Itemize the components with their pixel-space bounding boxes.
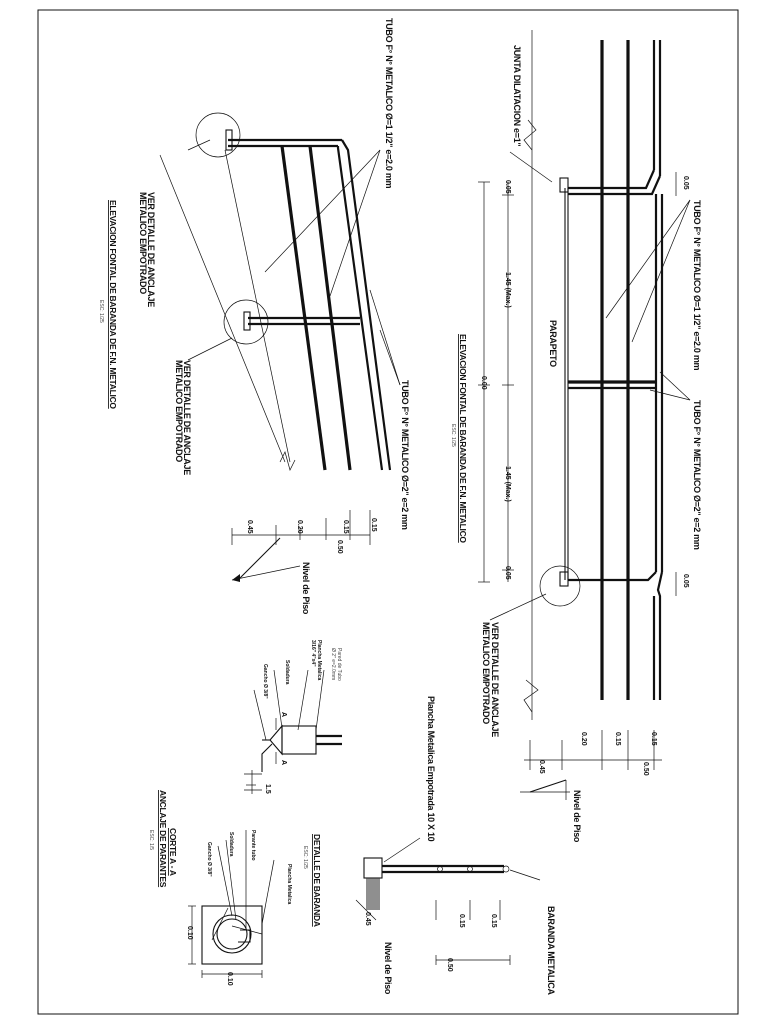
plan-label-soldadura: Soldadura [228, 832, 234, 857]
view1-dimensions [231, 510, 371, 582]
view2-dim-span1: 1.45 (Max.) [504, 272, 511, 308]
plan-title2: ANCLAJE DE PARANTES [158, 790, 168, 888]
baranda-title: DETALLE DE BARANDA [312, 834, 322, 927]
view2-label-embed: METALICO EMPOTRADO [481, 622, 491, 724]
sheet-border [37, 9, 739, 1015]
view2-dim-end2: 0.05 [504, 566, 511, 580]
view1-anchor-circle-2 [223, 299, 269, 345]
baranda-label: BARANDA METALICA [546, 906, 556, 995]
anchor-label-plancha-emp: Plancha Metalica Empotrada 10 X 10 [426, 696, 436, 842]
view2-dim-v4: 0.45 [538, 760, 545, 774]
anchor-label-gancho: Gancho Ø 3/8" [262, 664, 268, 699]
baranda-dim-3: 0.50 [446, 958, 453, 972]
plan-dim-h: 0.10 [226, 972, 233, 986]
view1-label-embed-2: METALICO EMPOTRADO [174, 360, 184, 462]
view2-title: ELEVACION FONTAL DE BARANDA DE F.N. META… [458, 334, 468, 543]
view1-label-embed-1b: VER DETALLE DE ANCLAJE [146, 192, 156, 307]
view1-scale: ESC: 1/25 [98, 300, 104, 323]
baranda-dim-2: 0.15 [458, 914, 465, 928]
anchor-label-pared-tubo2: Ø 2" e=2.0mm [330, 648, 336, 680]
view1-dim-4: 0.45 [246, 520, 253, 534]
view2-dim-v5: 0.50 [642, 762, 649, 776]
anchor-label-plancha: Plancha Metalica [316, 640, 322, 681]
plan-label-parante: Parante tubo [250, 830, 256, 861]
baranda-label-nivel-piso: Nivel de Piso [383, 942, 393, 995]
view2-anchor-circle [539, 565, 581, 607]
view2-label-nivel-piso: Nivel de Piso [572, 790, 582, 843]
view1-label-tube-bottom: TUBO F° N° METALICO Ø=2" e=2 mm [400, 380, 410, 530]
anchor-label-plancha2: 3/16" 4"x4" [310, 640, 316, 667]
view1-label-embed-1: METALICO EMPOTRADO [138, 192, 148, 294]
anchor-dim-1: 1.5 [264, 784, 271, 794]
view2-label-tube-top: TUBO F° N° METALICO Ø=1 1/2" e=2.0 mm [692, 200, 702, 371]
view2-dim-v1: 0.15 [650, 732, 657, 746]
view1-anchor-circle-1 [195, 112, 241, 158]
view1-dim-5: 0.50 [336, 540, 343, 554]
plan-label-plancha: Plancha Metalica [286, 864, 292, 905]
plan-label-gancho: Gancho Ø 3/8" [206, 842, 212, 877]
view1-title: ELEVACION FONTAL DE BARANDA DE F.N. META… [108, 200, 118, 409]
view2-label-parapeto: PARAPETO [548, 320, 558, 367]
anchor-plan-detail: Parante tubo Soldadura Gancho Ø 3/8" Pla… [148, 790, 292, 986]
view2-dim-end3: 0.05 [682, 176, 689, 190]
view2-dim-total: 0.00 [480, 376, 487, 390]
view2-dim-end1: 0.05 [504, 180, 511, 194]
view2-scale: ESC: 1/25 [450, 424, 456, 447]
view2-elevation: 0.00 1.45 (Max.) 1.45 (Max.) 0.05 0.05 0… [450, 30, 702, 843]
view1-dim-3: 0.20 [296, 520, 303, 534]
anchor-side-detail: Pared de Tubo Ø 2" e=2.0mm Plancha Metal… [244, 640, 436, 842]
anchor-label-soldadura: Soldadura [284, 660, 290, 685]
view2-dim-v2: 0.15 [614, 732, 621, 746]
anchor-label-pared-tubo: Pared de Tubo [336, 648, 342, 681]
view2-dim-span2: 1.45 (Max.) [504, 466, 511, 502]
baranda-dim-4: 0.45 [364, 912, 371, 926]
view2-dim-end4: 0.05 [682, 574, 689, 588]
view1-dim-1: 0.15 [370, 518, 377, 532]
view2-label-embed-b: VER DETALLE DE ANCLAJE [490, 622, 500, 737]
view1-label-nivel-piso: Nivel de Piso [301, 562, 311, 615]
view1-dim-2: 0.15 [342, 520, 349, 534]
view2-label-tube-bottom: TUBO F° N° METALICO Ø=2" e=2 mm [692, 400, 702, 550]
baranda-scale: ESC: 1/25 [302, 846, 308, 869]
plan-scale: ESC: 1/5 [148, 830, 154, 850]
view1-label-embed-2b: VER DETALLE DE ANCLAJE [182, 360, 192, 475]
view2-dimensions [478, 172, 677, 800]
baranda-hatch [366, 878, 380, 910]
anchor-cut-a2: A [280, 760, 287, 765]
baranda-detail: 0.15 0.15 0.50 0.45 BARANDA METALICA Niv… [302, 834, 556, 995]
view2-dim-v3: 0.20 [580, 732, 587, 746]
baranda-dim-1: 0.15 [490, 914, 497, 928]
plan-dim-w: 0.10 [186, 926, 193, 940]
plan-title: CORTE A - A [168, 828, 178, 876]
anchor-cut-a1: A [280, 712, 287, 717]
view1-elevation: 0.15 0.15 0.20 0.45 0.50 TUBO F° N° META… [98, 18, 410, 615]
view2-label-junta: JUNTA DILATACION e=1" [512, 45, 522, 146]
view1-label-tube-top: TUBO F° N° METALICO Ø=1 1/2" e=2.0 mm [384, 18, 394, 189]
